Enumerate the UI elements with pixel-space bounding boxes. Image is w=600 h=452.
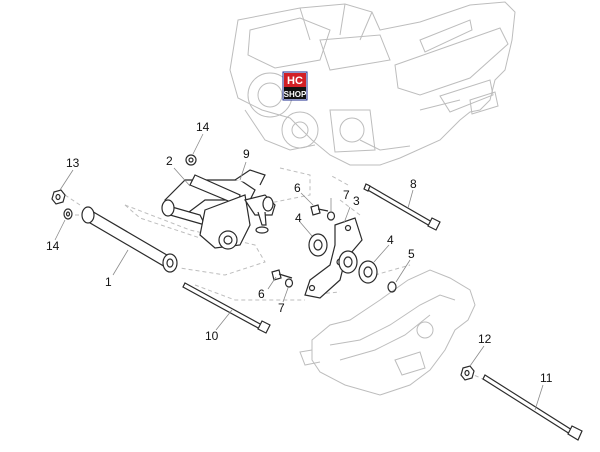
svg-text:SHOP: SHOP [284,90,307,99]
part-1-pivot-tube [81,206,178,273]
callout-4-upper: 4 [295,211,302,225]
callout-6-upper: 6 [294,181,301,195]
part-14-washer-left [63,208,73,220]
callout-10: 10 [205,329,219,343]
callout-9: 9 [243,147,250,161]
part-6-bolt-lower [271,269,293,281]
part-4-bushing-upper [308,233,328,257]
part-2-swing-link [161,169,276,250]
callout-4-lower: 4 [387,233,394,247]
part-7-washer-lower [284,278,294,288]
callout-14-left: 14 [46,239,60,253]
part-5-circlip [387,281,397,293]
part-10-long-bolt [182,282,271,334]
leader-lines [54,133,544,411]
part-11-long-bolt [482,374,583,441]
engine-assembly [229,1,516,166]
callout-12: 12 [478,332,492,346]
part-14-washer-top [185,154,197,166]
callout-5: 5 [408,247,415,261]
callout-11: 11 [540,371,553,385]
part-7-washer-upper [326,211,336,221]
frame-section [299,269,476,396]
callout-13: 13 [66,156,80,170]
part-12-nut [460,365,475,381]
hc-shop-logo: HC SHOP [282,71,308,101]
callout-labels: 1 2 3 4 4 5 6 6 7 7 8 9 10 11 12 13 14 1… [46,120,553,385]
part-4-bushing-lower [338,250,378,284]
part-13-nut [51,189,66,205]
svg-text:HC: HC [287,75,303,87]
callout-3: 3 [353,194,360,208]
callout-2: 2 [166,154,173,168]
callout-6-lower: 6 [258,287,265,301]
part-6-bolt-upper [310,204,329,216]
part-8-long-bolt [363,183,441,231]
callout-14-top: 14 [196,120,210,134]
callout-7-lower: 7 [278,301,285,315]
callout-1: 1 [105,275,112,289]
callout-7-upper: 7 [343,188,350,202]
callout-8: 8 [410,177,417,191]
